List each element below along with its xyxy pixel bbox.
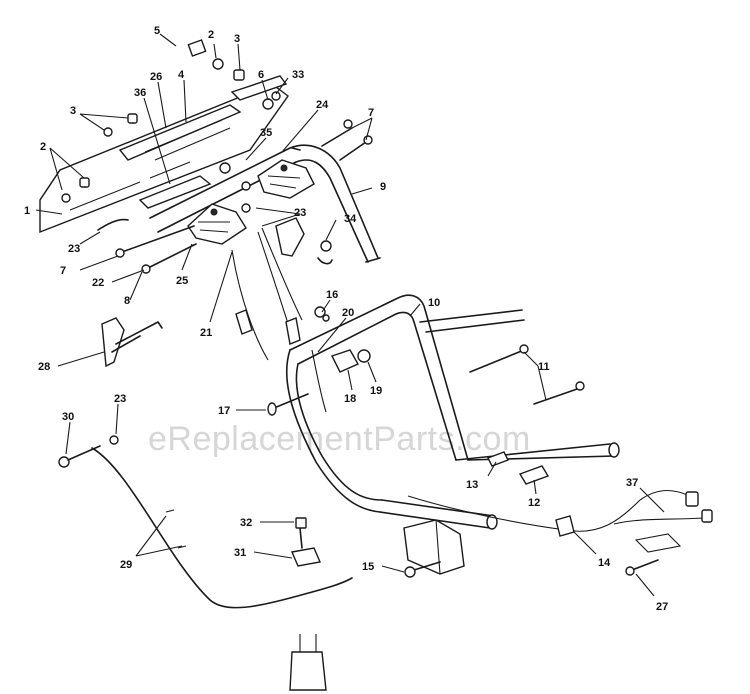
callout-13: 13 (466, 479, 478, 491)
callout-23: 23 (294, 207, 306, 219)
shift-rod-29 (58, 435, 353, 609)
upper-handle (149, 144, 381, 263)
callout-21: 21 (200, 327, 212, 339)
latch-part-34 (275, 217, 333, 265)
callout-9: 9 (380, 181, 386, 193)
callout-28: 28 (38, 361, 50, 373)
callout-4: 4 (178, 69, 185, 81)
bolt-17 (267, 393, 309, 416)
callout-16: 16 (326, 289, 338, 301)
control-lever-right (257, 159, 315, 199)
leader-lines (35, 33, 665, 597)
callout-8: 8 (124, 295, 130, 307)
callout-26: 26 (150, 71, 162, 83)
callout-20: 20 (342, 307, 354, 319)
clip-31-32 (291, 517, 321, 567)
callout-3: 3 (70, 105, 76, 117)
switch-parts-12-13 (487, 451, 550, 485)
long-bolts-11 (469, 344, 585, 405)
callout-2: 2 (208, 29, 214, 41)
callout-11: 11 (538, 361, 550, 373)
fasteners-left (97, 218, 197, 274)
callout-3: 3 (234, 33, 240, 45)
callout-23: 23 (68, 243, 80, 255)
callout-7: 7 (60, 265, 66, 277)
callout-30: 30 (62, 411, 74, 423)
callout-25: 25 (176, 275, 188, 287)
callout-31: 31 (234, 547, 246, 559)
control-cables (231, 227, 303, 361)
callout-10: 10 (428, 297, 440, 309)
bracket-parts-center (311, 306, 371, 413)
callout-7: 7 (368, 107, 374, 119)
callout-32: 32 (240, 517, 252, 529)
callout-14: 14 (598, 557, 611, 569)
callout-37: 37 (626, 477, 638, 489)
callout-34: 34 (344, 213, 357, 225)
fasteners-top (61, 39, 373, 213)
wiring-harness (407, 489, 713, 576)
callout-17: 17 (218, 405, 230, 417)
callout-15: 15 (362, 561, 374, 573)
callout-36: 36 (134, 87, 146, 99)
bottom-bracket (289, 634, 327, 691)
control-lever-left (187, 203, 247, 245)
console-panel (39, 75, 289, 234)
callout-33: 33 (292, 69, 304, 81)
callout-24: 24 (316, 99, 329, 111)
callout-23: 23 (114, 393, 126, 405)
callout-18: 18 (344, 393, 356, 405)
callout-6: 6 (258, 69, 264, 81)
callout-19: 19 (370, 385, 382, 397)
callout-1: 1 (24, 205, 30, 217)
lower-handle (285, 294, 620, 530)
callout-22: 22 (92, 277, 104, 289)
callout-5: 5 (154, 25, 160, 37)
callout-2: 2 (40, 141, 46, 153)
callout-35: 35 (260, 127, 272, 139)
bracket-28 (101, 317, 163, 368)
callout-12: 12 (528, 497, 540, 509)
lower-bracket-15 (403, 519, 465, 578)
callout-29: 29 (120, 559, 132, 571)
callout-27: 27 (656, 601, 668, 613)
callout-labels: 1 2 2 3 3 4 5 6 7 7 8 9 10 11 12 13 14 1… (24, 25, 668, 613)
watermark-text: eReplacementParts.com (148, 420, 531, 458)
